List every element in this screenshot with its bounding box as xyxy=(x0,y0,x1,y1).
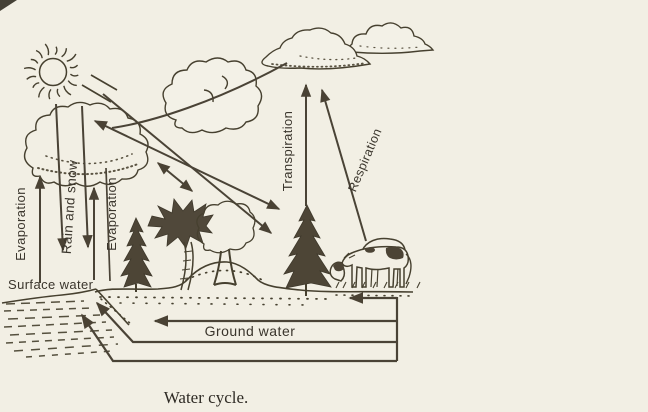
ground-water-channel xyxy=(81,292,399,363)
label-evaporation-left: Evaporation xyxy=(13,187,28,261)
label-surface-water: Surface water xyxy=(8,277,94,292)
label-rain-and-snow: Rain and snow xyxy=(59,159,81,254)
cattle-icon xyxy=(329,237,421,289)
rain-line xyxy=(105,167,111,282)
label-evaporation-right: Evaporation xyxy=(104,177,119,251)
pine-tree-icon xyxy=(120,217,153,292)
deciduous-tree-icon xyxy=(196,200,256,286)
rain-arrow-1 xyxy=(55,103,68,252)
scan-corner-mark xyxy=(0,0,17,11)
respiration-arrow xyxy=(320,88,367,242)
figure-caption: Water cycle. xyxy=(164,388,249,407)
sun-icon xyxy=(23,43,118,103)
evaporation-rain-arrows xyxy=(34,103,111,283)
label-ground-water: Ground water xyxy=(205,323,296,339)
label-transpiration: Transpiration xyxy=(280,111,295,192)
sun-rays xyxy=(23,43,79,100)
sun-ray-arrows xyxy=(93,93,281,234)
palm-tree-icon xyxy=(147,197,214,291)
lake-icon xyxy=(1,288,130,358)
exchange-arrow xyxy=(156,162,194,192)
channel-line-lower xyxy=(81,313,397,363)
channel-line-upper xyxy=(95,301,397,344)
rain-arrow-2 xyxy=(81,105,93,249)
high-cloud-icon xyxy=(261,22,435,70)
